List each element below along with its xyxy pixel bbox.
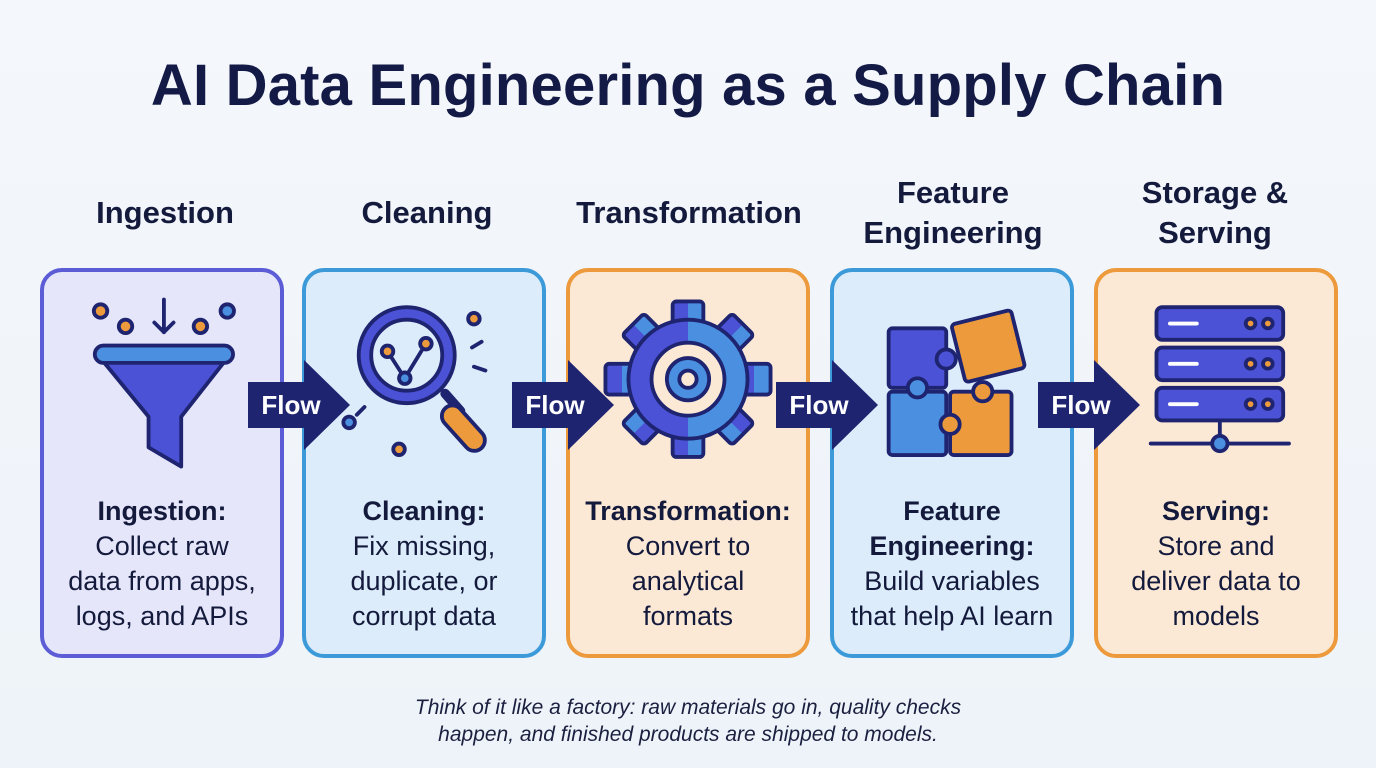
- footer-caption: Think of it like a factory: raw material…: [414, 696, 962, 747]
- flow-arrow-label: Flow: [1051, 389, 1111, 420]
- arrow-right-icon: [512, 360, 614, 450]
- flow-arrow-4: Flow: [1038, 360, 1140, 450]
- arrow-right-icon: [248, 360, 350, 450]
- gear-icon: [603, 299, 773, 459]
- flow-arrow-label: Flow: [261, 389, 321, 420]
- magnifier-icon: [341, 305, 488, 457]
- stage-text-cleaning: Fix missing, duplicate, or corrupt data: [350, 531, 498, 632]
- stage-card-storage-serving: Serving: Store and deliver data to model…: [1094, 268, 1338, 658]
- stage-heading-cleaning: Cleaning: [361, 194, 493, 230]
- stage-text-ingestion: Collect raw data from apps, logs, and AP…: [68, 531, 256, 632]
- stage-heading-transformation: Transformation: [576, 194, 802, 230]
- arrow-right-icon: [1038, 360, 1140, 450]
- stage-card-cleaning: Cleaning: Fix missing, duplicate, or cor…: [302, 268, 546, 658]
- puzzle-icon: [886, 308, 1027, 457]
- funnel-icon: [91, 297, 236, 469]
- flow-arrow-label: Flow: [789, 389, 849, 420]
- stage-heading-storage-serving: Storage & Serving: [1141, 174, 1289, 250]
- stage-text-feature-engineering: Build variables that help AI learn: [850, 566, 1054, 632]
- arrow-right-icon: [776, 360, 878, 450]
- stage-text-serving: Store and deliver data to models: [1131, 531, 1301, 632]
- stage-card-feature-engineering: Feature Engineering: Build variables tha…: [830, 268, 1074, 658]
- stage-label-ingestion: Ingestion:: [97, 496, 227, 526]
- flow-arrow-label: Flow: [525, 389, 585, 420]
- stage-label-serving: Serving:: [1161, 496, 1271, 526]
- flow-arrow-2: Flow: [512, 360, 614, 450]
- stage-text-transformation: Convert to analytical formats: [625, 531, 751, 632]
- stage-label-transformation: Transformation:: [585, 496, 791, 526]
- page-title: AI Data Engineering as a Supply Chain: [150, 53, 1226, 118]
- stage-card-ingestion: Ingestion: Collect raw data from apps, l…: [40, 268, 284, 658]
- server-icon: [1148, 305, 1291, 454]
- stage-heading-ingestion: Ingestion: [96, 194, 234, 230]
- flow-arrow-3: Flow: [776, 360, 878, 450]
- stage-label-feature-engineering: Feature Engineering:: [869, 496, 1035, 562]
- stage-label-cleaning: Cleaning:: [362, 496, 486, 526]
- flow-arrow-1: Flow: [248, 360, 350, 450]
- stage-card-transformation: Transformation: Convert to analytical fo…: [566, 268, 810, 658]
- stage-heading-feature-engineering: Feature Engineering: [863, 174, 1043, 250]
